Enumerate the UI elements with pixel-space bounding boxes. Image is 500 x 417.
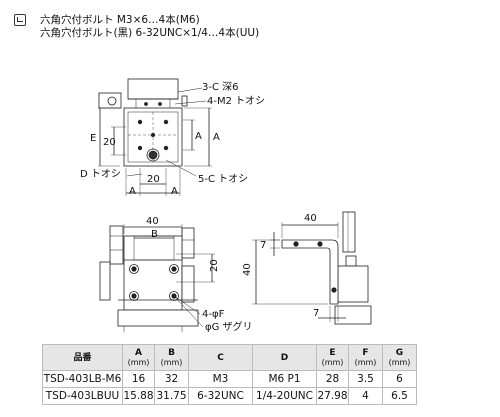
- cell-g: 6: [382, 370, 417, 388]
- dimension-labels: 3-C 深6 4-M2 トオシ E A A 20 D トオシ 5-C トオシ 2…: [80, 81, 319, 333]
- label-a-bottom-left: A: [129, 186, 136, 197]
- cell-part-number: TSD-403LB-M6: [42, 370, 123, 388]
- cell-part-number: TSD-403LBUU: [42, 387, 123, 405]
- label-a-bottom-right: A: [171, 186, 178, 197]
- cell-g: 6.5: [382, 387, 417, 405]
- cell-e: 28: [316, 370, 349, 388]
- label-3c-depth6: 3-C 深6: [202, 81, 239, 93]
- label-40-side-top: 40: [304, 213, 317, 224]
- col-c: C: [188, 344, 253, 371]
- label-b-front: B: [151, 229, 158, 240]
- col-g: G(mm): [382, 344, 417, 371]
- cell-a: 15.88: [122, 387, 155, 405]
- label-d-through: D トオシ: [80, 168, 121, 180]
- label-a-inner: A: [195, 131, 202, 142]
- label-5c-through: 5-C トオシ: [198, 173, 248, 185]
- col-a: A(mm): [122, 344, 155, 371]
- label-e: E: [90, 133, 96, 144]
- label-phi-g-counterbore: φG ザグリ: [205, 320, 253, 333]
- cell-b: 31.75: [154, 387, 189, 405]
- note-uu-bolt: 六角穴付ボルト(黒) 6-32UNC×1/4…4本(UU): [40, 27, 260, 39]
- cell-e: 27.98: [316, 387, 349, 405]
- label-20-front: 20: [209, 259, 220, 272]
- label-4-phi-f: 4-φF: [202, 309, 225, 320]
- col-part-number: 品番: [42, 344, 123, 371]
- table-row: TSD-403LBUU 15.88 31.75 6-32UNC 1/4-20UN…: [42, 387, 417, 405]
- label-40-front: 40: [146, 216, 159, 227]
- col-b: B(mm): [154, 344, 189, 371]
- col-d: D: [252, 344, 317, 371]
- cell-f: 4: [348, 387, 383, 405]
- cell-a: 16: [122, 370, 155, 388]
- col-f: F(mm): [348, 344, 383, 371]
- side-view: [252, 211, 372, 325]
- note-m6-bolt: 六角穴付ボルト M3×6…4本(M6): [40, 14, 200, 26]
- label-40-side-left: 40: [242, 263, 253, 276]
- label-20-bottom: 20: [147, 174, 160, 185]
- col-e: E(mm): [316, 344, 349, 371]
- table-row: TSD-403LB-M6 16 32 M3 M6 P1 28 3.5 6: [42, 370, 417, 388]
- cell-b: 32: [154, 370, 189, 388]
- label-7-side: 7: [260, 240, 266, 251]
- label-4m2-through: 4-M2 トオシ: [207, 95, 265, 107]
- top-view: [98, 78, 212, 196]
- spec-table: 品番 A(mm) B(mm) C D E(mm) F(mm) G(mm) TSD…: [42, 344, 417, 405]
- label-20-left: 20: [103, 137, 116, 148]
- label-7-side-bottom: 7: [313, 308, 319, 319]
- info-icon: [14, 14, 26, 26]
- table-header-row: 品番 A(mm) B(mm) C D E(mm) F(mm) G(mm): [42, 344, 417, 371]
- cell-d: M6 P1: [252, 370, 317, 388]
- cell-c: M3: [188, 370, 253, 388]
- cell-c: 6-32UNC: [188, 387, 253, 405]
- label-a-outer: A: [213, 132, 220, 143]
- cell-f: 3.5: [348, 370, 383, 388]
- cell-d: 1/4-20UNC: [252, 387, 317, 405]
- front-view: [99, 224, 215, 332]
